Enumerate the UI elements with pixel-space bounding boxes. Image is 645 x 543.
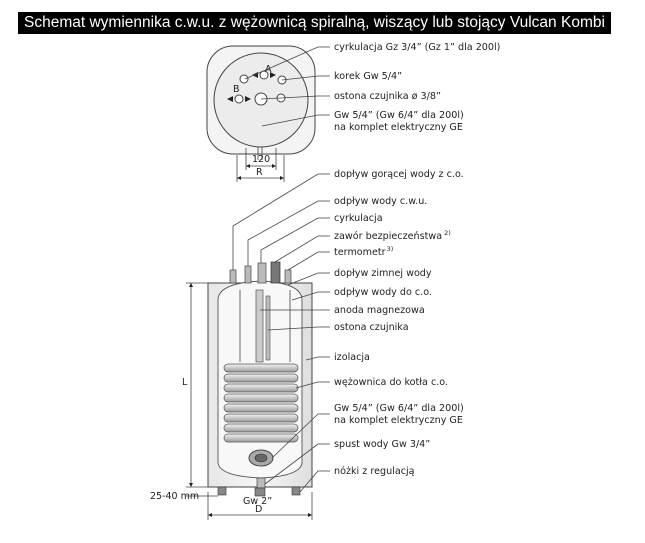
label-legs: nóżki z regulacją [334,465,415,477]
dim-legs: 25-40 mm [150,491,199,502]
label-circulation-gz: cyrkulacja Gz 3/4” (Gz 1” dla 200l) [334,42,500,53]
top-view-labels: cyrkulacja Gz 3/4” (Gz 1” dla 200l) kore… [334,42,500,133]
label-ge-top: na komplet elektryczny GE [334,122,463,133]
dim-d: D [255,504,262,515]
label-drain: spust wody Gw 3/4” [334,439,430,450]
magnesium-anode [255,289,264,363]
leg-right [291,486,301,496]
heating-coil [223,363,299,443]
hole-circulation [239,74,249,84]
side-view-leaders [232,173,330,493]
diagram-title: Schemat wymiennika c.w.u. z wężownicą sp… [18,12,611,34]
drain [256,477,266,489]
label-dhw-outlet: odpływ wody c.w.u. [334,196,427,207]
label-circulation: cyrkulacja [334,213,383,224]
label-sensor-cover-side: ostona czujnika [334,322,409,333]
label-a: A [265,64,272,75]
side-view-labels: dopływ gorącej wody z c.o. odpływ wody c… [334,169,464,477]
dim-120: 120 [252,154,270,165]
label-cold-water-inlet: dopływ zimnej wody [334,268,432,279]
top-view: A B 120 R [206,45,316,182]
arrow-b-icon [227,96,251,102]
top-view-leaders [244,46,330,127]
side-view-dimensions: L 25-40 mm Gw 2” D [150,282,313,520]
dim-gw2: Gw 2” [243,496,272,507]
label-thermometer: termometr3) [334,245,393,258]
label-magnesium-anode: anoda magnezowa [334,305,425,316]
label-sensor-cover: ostona czujnika ø 3/8” [334,91,441,102]
label-ge-side: na komplet elektryczny GE [334,415,463,426]
side-view [207,261,313,497]
label-b: B [233,84,240,95]
label-co-outlet: odpływ wody do c.o. [334,287,432,298]
leg-left [217,486,227,496]
label-gw-top: Gw 5/4” (Gw 6/4” dla 200l) [334,110,464,121]
dim-l: L [182,377,188,388]
label-gw-side: Gw 5/4” (Gw 6/4” dla 200l) [334,403,464,414]
label-insulation: izolacja [334,352,370,363]
label-coil: wężownica do kotła c.o. [334,377,448,388]
sensor-sleeve [265,295,271,361]
dim-r: R [256,167,263,178]
label-plug: korek Gw 5/4” [334,71,402,82]
label-hot-water-inlet: dopływ gorącej wody z c.o. [334,169,464,180]
hole-b [234,94,244,104]
